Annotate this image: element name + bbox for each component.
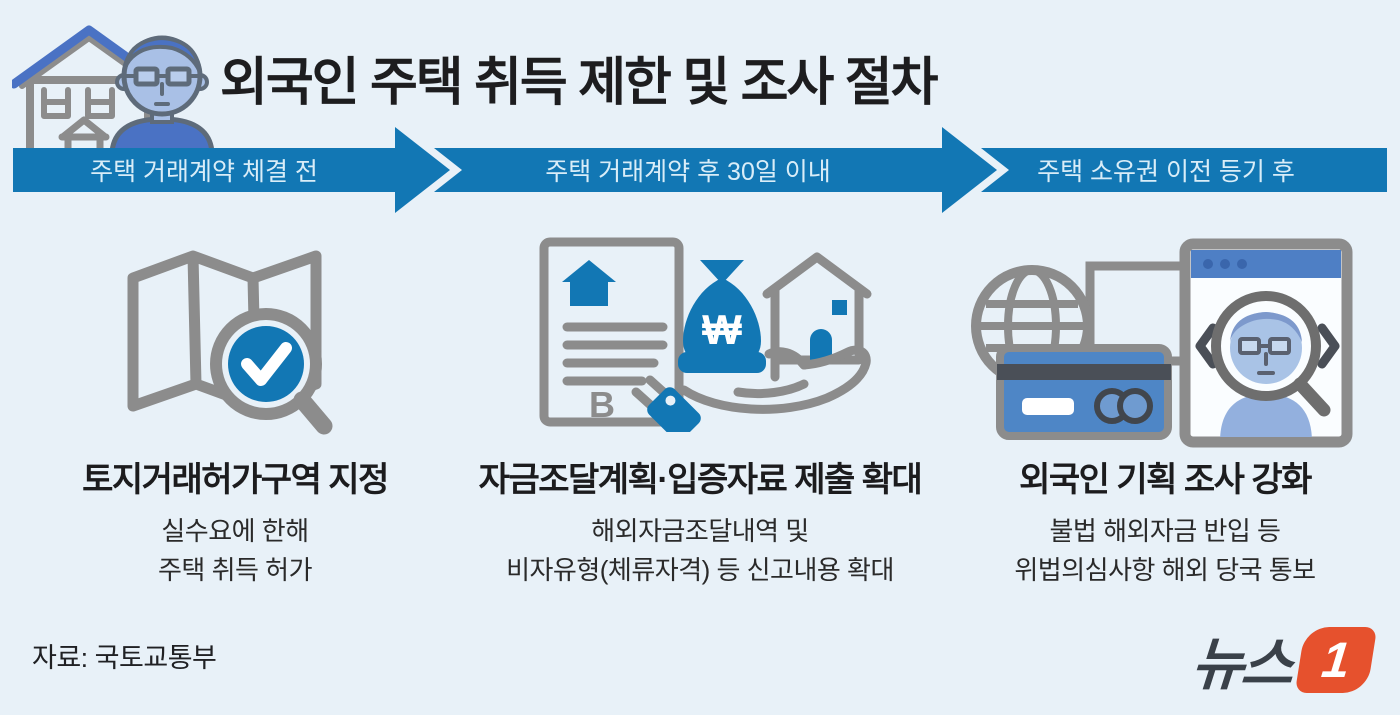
news1-logo-badge: 1 xyxy=(1294,627,1378,693)
won-symbol: ₩ xyxy=(702,306,742,353)
stage-label-before-contract: 주택 거래계약 체결 전 xyxy=(90,158,318,186)
person-portrait xyxy=(1220,312,1312,437)
globe-card-browser-facescan-icon xyxy=(971,238,1353,448)
timeline-arrow xyxy=(13,127,1387,213)
column-investigation: 외국인 기획 조사 강화 불법 해외자금 반입 등 위법의심사항 해외 당국 통… xyxy=(885,452,1400,590)
magnifier-handle-icon xyxy=(293,391,333,435)
column-funding-plan: 자금조달계획·입증자료 제출 확대 해외자금조달내역 및 비자유형(체류자격) … xyxy=(420,452,980,590)
stage-label-within-30-days: 주택 거래계약 후 30일 이내 xyxy=(545,158,831,186)
scan-magnifier-handle-icon xyxy=(1293,377,1331,417)
funding-plan-document-money-hand-icon: B ₩ xyxy=(539,237,872,432)
column-heading: 외국인 기획 조사 강화 xyxy=(1019,461,1312,499)
column-line: 해외자금조달내역 및 xyxy=(591,516,809,546)
timeline-segment-3 xyxy=(981,148,1387,192)
column-land-permit: 토지거래허가구역 지정 실수요에 한해 주택 취득 허가 xyxy=(0,452,515,590)
page-title: 외국인 주택 취득 제한 및 조사 절차 xyxy=(220,54,938,112)
glasses-icon xyxy=(1238,337,1291,355)
person-figure xyxy=(109,35,215,150)
column-line: 위법의심사항 해외 당국 통보 xyxy=(1014,555,1316,585)
price-tag-icon xyxy=(647,387,701,432)
column-line: 주택 취득 허가 xyxy=(158,555,312,585)
news1-logo: 뉴스 1 xyxy=(1189,620,1378,700)
column-line: 비자유형(체류자격) 등 신고내용 확대 xyxy=(506,555,894,585)
house-person-icon xyxy=(12,25,215,150)
news1-logo-text: 뉴스 xyxy=(1189,633,1293,697)
timeline-segment-1 xyxy=(13,127,450,213)
glasses-icon xyxy=(124,66,200,87)
check-mark-icon xyxy=(241,342,292,386)
stage-label-after-registration: 주택 소유권 이전 등기 후 xyxy=(1037,158,1295,186)
document-house-pictogram xyxy=(562,260,616,306)
browser-window-icon xyxy=(1179,238,1353,448)
house-window-icon xyxy=(41,87,115,119)
map-check-magnifier-icon xyxy=(127,250,333,435)
document-lines-icon xyxy=(562,322,668,386)
source-credit: 자료: 국토교통부 xyxy=(32,643,217,673)
news1-logo-number: 1 xyxy=(1319,632,1353,688)
document-letter-b: B xyxy=(589,384,615,425)
browser-dots-icon xyxy=(1203,259,1247,269)
carousel-chevrons-icon xyxy=(1195,323,1340,369)
column-heading: 자금조달계획·입증자료 제출 확대 xyxy=(478,461,923,499)
scan-magnifier-icon xyxy=(1211,291,1321,401)
column-heading: 토지거래허가구역 지정 xyxy=(82,461,389,499)
column-line: 실수요에 한해 xyxy=(161,516,309,546)
credit-card-icon xyxy=(996,344,1172,440)
column-line: 불법 해외자금 반입 등 xyxy=(1049,516,1281,546)
timeline-segment-2 xyxy=(434,127,997,213)
money-bag-icon: ₩ xyxy=(678,260,766,373)
document-icon xyxy=(539,237,684,427)
